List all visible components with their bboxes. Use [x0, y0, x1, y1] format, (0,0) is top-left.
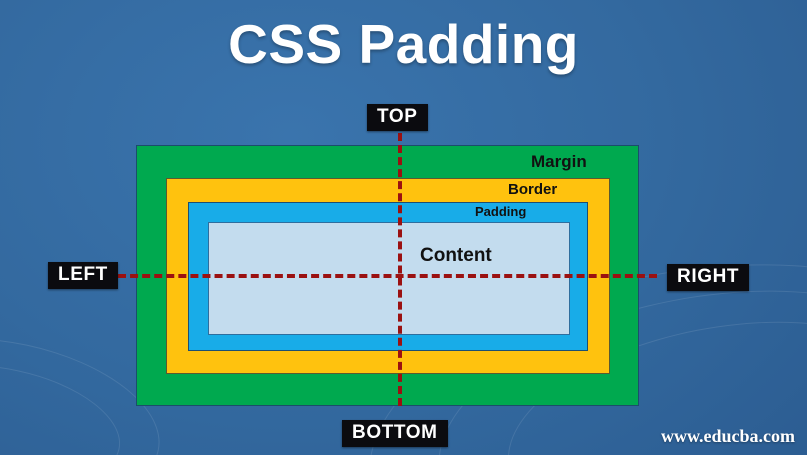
border-label: Border: [508, 181, 558, 198]
horizontal-guide-line: [118, 274, 657, 278]
slide-title: CSS Padding: [228, 13, 579, 75]
direction-chip-top: TOP: [367, 104, 428, 131]
direction-chip-bottom: BOTTOM: [342, 420, 448, 447]
content-label: Content: [420, 245, 492, 266]
site-watermark: www.educba.com: [661, 426, 795, 446]
background-swoosh-decoration: [0, 346, 132, 455]
content-box: [208, 222, 570, 335]
vertical-guide-line: [398, 133, 402, 406]
direction-chip-right: RIGHT: [667, 264, 750, 291]
padding-label: Padding: [475, 204, 527, 219]
margin-label: Margin: [531, 152, 587, 171]
direction-chip-left: LEFT: [48, 262, 118, 289]
